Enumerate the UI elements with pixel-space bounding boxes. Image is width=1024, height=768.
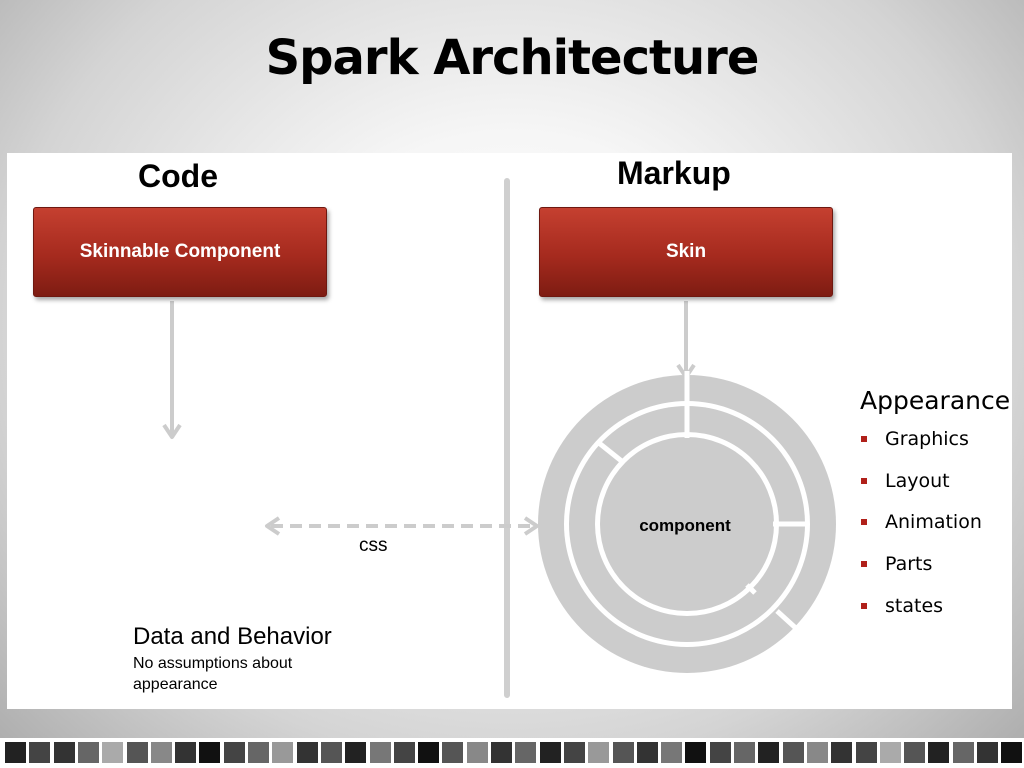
data-behavior-block: Data and Behavior No assumptions about a… [133,623,333,695]
footer-square [977,742,998,763]
footer-square [248,742,269,763]
appearance-title: Appearance [860,386,1011,415]
footer-square [77,742,99,763]
footer-square [466,742,488,763]
footer-square [223,742,245,763]
footer-square [1001,742,1023,763]
footer-square [782,742,804,763]
footer-square [53,742,75,763]
footer-square [369,742,391,763]
footer-square [855,742,877,763]
footer-square [126,742,148,763]
footer-square [5,742,26,763]
footer-square [928,742,950,763]
css-label: css [359,535,388,556]
footer-square [758,742,780,763]
footer-square [102,742,124,763]
diagram-graphics [162,301,836,673]
footer-square [515,742,537,763]
footer-square [539,742,561,763]
footer-square [685,742,707,763]
data-behavior-subtitle: No assumptions about appearance [133,655,293,693]
appearance-item-parts: Parts [860,550,1010,592]
code-heading: Code [138,158,218,194]
component-rings [538,371,836,673]
component-down-arrow [162,301,182,439]
appearance-item-layout: Layout [860,467,1010,509]
footer-square [952,742,974,763]
appearance-item-states: states [860,592,1010,634]
footer-square [661,742,683,763]
skin-box: Skin [539,207,833,297]
footer-square [904,742,926,763]
slide-title: Spark Architecture [265,30,760,86]
footer-decoration [0,738,1024,768]
footer-square [709,742,731,763]
appearance-item-animation: Animation [860,508,1010,550]
skin-down-arrow [676,301,696,379]
footer-square [345,742,367,763]
footer-square [320,742,342,763]
footer-square [491,742,512,763]
footer-square [272,742,294,763]
footer-square [636,742,658,763]
footer-square [831,742,853,763]
footer-square [734,742,755,763]
footer-square [393,742,415,763]
footer-square [29,742,51,763]
footer-square [879,742,901,763]
footer-square [588,742,610,763]
footer-square [418,742,440,763]
data-behavior-title: Data and Behavior [133,623,332,650]
footer-square [296,742,318,763]
skinnable-component-box: Skinnable Component [33,207,327,297]
diagram-panel: Code Markup [7,153,1012,709]
component-label: component [639,516,731,535]
footer-square [806,742,828,763]
css-connector-arrow [265,516,539,536]
footer-square [563,742,585,763]
appearance-list: Appearance Graphics Layout Animation Par… [860,386,1010,633]
footer-square [150,742,172,763]
column-divider [504,178,510,698]
footer-square [442,742,464,763]
markup-heading: Markup [617,155,731,191]
footer-square [175,742,197,763]
footer-square [199,742,221,763]
footer-square [612,742,634,763]
appearance-item-graphics: Graphics [860,425,1010,467]
